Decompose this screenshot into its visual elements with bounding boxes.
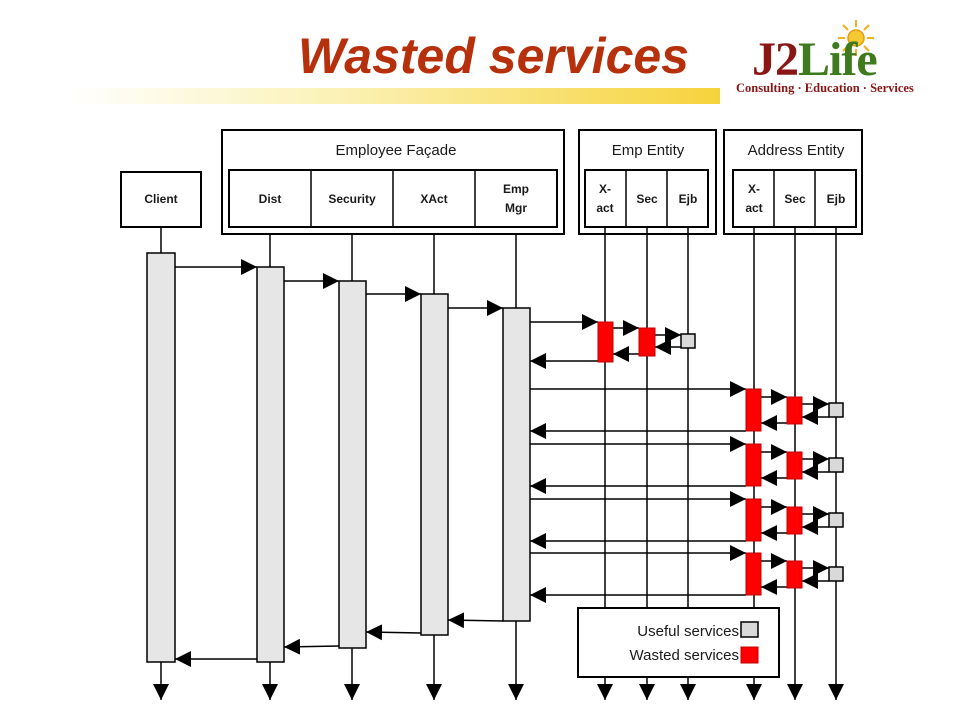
security-label: Security bbox=[328, 192, 376, 206]
addr-xact-wasted-service bbox=[745, 498, 762, 542]
addr-ejb-useful-service bbox=[828, 457, 844, 473]
title-underline-bar bbox=[70, 88, 720, 104]
emp-mgr-activation bbox=[502, 307, 531, 622]
client-label: Client bbox=[144, 192, 177, 206]
legend-box bbox=[577, 607, 780, 678]
facade-messages bbox=[175, 259, 504, 667]
emp-entity-label: Emp Entity bbox=[612, 142, 685, 159]
logo-wordmark: J2Life bbox=[752, 33, 878, 86]
legend-useful-label: Useful services bbox=[637, 623, 739, 640]
emp-xact-label-line1: X- bbox=[599, 182, 611, 196]
addr-sec-wasted-service bbox=[786, 451, 803, 480]
addr-xact-label-line1: X- bbox=[748, 182, 760, 196]
emp-xact-wasted-service bbox=[597, 321, 614, 363]
xact-activation bbox=[420, 293, 449, 636]
logo-life: Life bbox=[798, 33, 878, 86]
addr-ejb-useful-service bbox=[828, 402, 844, 418]
xact-to-security-return bbox=[365, 624, 422, 641]
security-to-dist-return bbox=[283, 638, 340, 655]
empmgr-to-xact-return bbox=[447, 612, 504, 629]
legend-wasted-label: Wasted services bbox=[630, 647, 739, 664]
address-entity-label: Address Entity bbox=[748, 142, 845, 159]
emp-ejb-label: Ejb bbox=[679, 192, 698, 206]
addr-sec-wasted-service bbox=[786, 396, 803, 425]
emp-sec-label: Sec bbox=[636, 192, 658, 206]
dist-activation bbox=[256, 266, 285, 663]
addr-ejb-label: Ejb bbox=[827, 192, 846, 206]
addr-sec-wasted-service bbox=[786, 506, 803, 535]
addr-xact-wasted-service bbox=[745, 388, 762, 432]
addr-xact-wasted-service bbox=[745, 443, 762, 487]
activation-bars bbox=[146, 252, 531, 663]
client-activation bbox=[146, 252, 176, 663]
legend: Useful services Wasted services bbox=[577, 607, 780, 678]
legend-wasted-swatch bbox=[740, 646, 759, 664]
addr-ejb-useful-service bbox=[828, 566, 844, 582]
addr-ejb-useful-service bbox=[828, 512, 844, 528]
addr-xact-label-line2: act bbox=[745, 201, 762, 215]
address-entity-call-4 bbox=[530, 545, 844, 603]
emp-mgr-label-line1: Emp bbox=[503, 182, 529, 196]
logo-tagline: Consulting · Education · Services bbox=[736, 81, 914, 95]
address-entity-call-2 bbox=[530, 436, 844, 494]
emp-entity-messages bbox=[530, 314, 681, 369]
dist-label: Dist bbox=[259, 192, 282, 206]
address-entity-participants-row bbox=[732, 169, 857, 228]
addr-sec-wasted-service bbox=[786, 560, 803, 589]
client-box bbox=[120, 171, 202, 228]
sun-icon bbox=[838, 20, 874, 56]
addr-xact-wasted-service bbox=[745, 552, 762, 596]
address-entity-call-1 bbox=[530, 381, 844, 439]
address-entity-call-3 bbox=[530, 491, 844, 549]
slide-title: Wasted services bbox=[298, 28, 689, 84]
security-activation bbox=[338, 280, 367, 649]
emp-ejb-useful-service bbox=[680, 333, 696, 349]
xact-label: XAct bbox=[420, 192, 447, 206]
emp-xact-label-line2: act bbox=[596, 201, 613, 215]
employee-facade-label: Employee Façade bbox=[336, 142, 457, 159]
emp-sec-wasted-service bbox=[638, 327, 656, 357]
legend-useful-swatch bbox=[740, 621, 759, 638]
j2life-logo: J2Life Consulting · Education · Services bbox=[736, 18, 946, 100]
emp-mgr-label-line2: Mgr bbox=[505, 201, 527, 215]
addr-sec-label: Sec bbox=[784, 192, 806, 206]
logo-j2: J2 bbox=[752, 33, 799, 86]
